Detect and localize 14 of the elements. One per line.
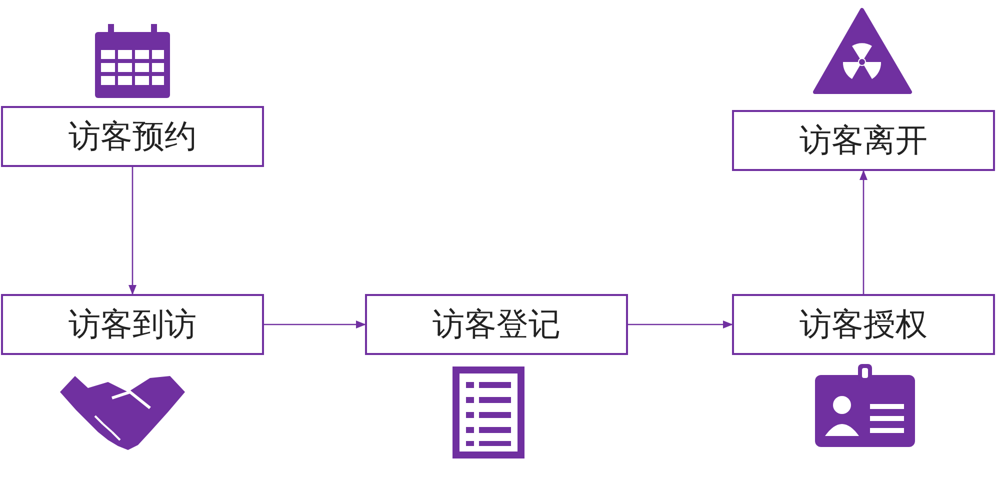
process-box bbox=[1, 294, 264, 355]
step-label: 访客离开 bbox=[800, 120, 928, 160]
step-label: 访客到访 bbox=[68, 304, 196, 344]
step-label: 访客授权 bbox=[800, 304, 928, 344]
arrow bbox=[264, 320, 366, 328]
process-box bbox=[732, 110, 995, 171]
step-label: 访客登记 bbox=[432, 304, 560, 344]
process-box bbox=[732, 294, 995, 355]
arrow bbox=[860, 170, 868, 294]
arrow bbox=[128, 167, 136, 295]
step-label: 访客预约 bbox=[68, 116, 196, 156]
process-box bbox=[1, 106, 264, 167]
process-box bbox=[365, 294, 628, 355]
arrow bbox=[628, 320, 733, 328]
